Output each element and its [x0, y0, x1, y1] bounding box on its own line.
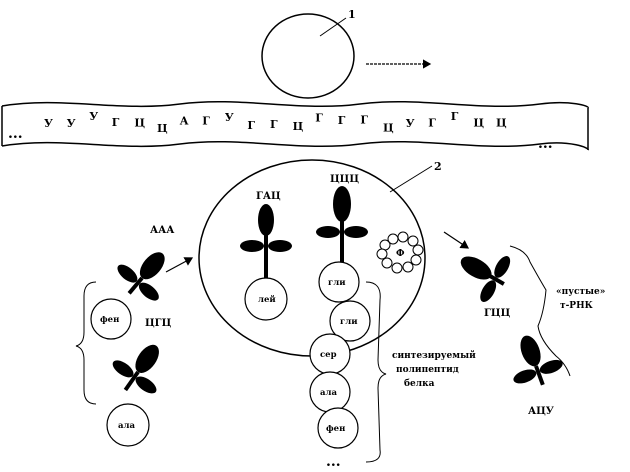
trna-gtsts-anticodon: ГЦЦ: [484, 308, 511, 319]
amino-ala-label: ала: [118, 421, 136, 431]
mrna-nucleotide: Г: [451, 110, 459, 123]
amino-ala: [106, 403, 150, 447]
polypeptide-line-1: синтезируемый: [392, 350, 476, 361]
mrna-nucleotide: Ц: [134, 116, 145, 129]
chain-3: ала: [320, 388, 338, 398]
left-brace: [75, 281, 97, 405]
trna-aaa: [117, 252, 165, 301]
mrna-bottom-edge: [1, 140, 589, 151]
polypeptide-line-2: полипептид: [396, 365, 459, 375]
mrna-nucleotide: Г: [270, 118, 278, 131]
mrna-nucleotide: Г: [315, 111, 323, 124]
trna-gtsts: [460, 256, 511, 302]
chain-1: гли: [340, 317, 358, 327]
mrna-nucleotide: Г: [360, 114, 368, 127]
amino-lei-label: лей: [258, 294, 276, 305]
trna-tsgts-anticodon: ЦГЦ: [145, 318, 172, 329]
amino-lei: [244, 277, 288, 321]
trna-tsgts: [112, 344, 159, 394]
empty-trna-line-1: «пустые»: [556, 287, 605, 297]
label-2: 2: [434, 160, 442, 173]
empty-trna-line-2: т-РНК: [560, 301, 594, 311]
mrna-nucleotide: Ц: [473, 116, 484, 129]
ribosome-large-subunit: [198, 159, 426, 357]
trna-gau: [240, 204, 292, 282]
peptidyl-site: Ф: [376, 231, 424, 274]
empty-trna-brace: [509, 245, 571, 377]
trna-atsu-anticodon: АЦУ: [528, 406, 554, 417]
mrna-nucleotide: У: [225, 111, 234, 124]
label-1: 1: [348, 8, 356, 21]
mrna-nucleotide: У: [44, 117, 53, 130]
chain-0: гли: [328, 278, 346, 288]
amino-fen: [90, 298, 132, 340]
mrna-top-edge: [1, 100, 589, 109]
mrna-nucleotide: Г: [338, 114, 346, 127]
trna-aaa-anticodon: ААА: [150, 225, 175, 236]
polypeptide-brace: [365, 281, 387, 463]
mrna-nucleotide: У: [89, 110, 98, 123]
mrna-nucleotide: Г: [112, 116, 120, 129]
mrna-nucleotide: Г: [202, 115, 210, 128]
mrna-nucleotide: Ц: [157, 122, 168, 135]
mrna-nucleotide: Ц: [383, 122, 394, 135]
mrna-nucleotide: А: [180, 115, 189, 128]
mrna-dots-right: ...: [538, 136, 553, 152]
mrna-nucleotide: Ц: [496, 117, 507, 130]
peptidyl-site-label: Ф: [396, 249, 405, 259]
ribosome-small-subunit: [261, 13, 355, 99]
label-1-leader: [319, 17, 347, 37]
mrna-nucleotide: У: [67, 117, 76, 130]
mrna-dots-left: ...: [8, 126, 23, 142]
mrna-nucleotide: Г: [247, 119, 255, 132]
trna-gau-anticodon: ГАЦ: [256, 191, 281, 202]
polypeptide-chain: гли гли сер ала фен ...: [309, 261, 371, 470]
mrna-nucleotide: Ц: [293, 120, 304, 133]
amino-fen-label: фен: [100, 315, 119, 325]
arrow-out: [443, 231, 469, 249]
trna-tssts: [316, 186, 368, 264]
polypeptide-line-3: белка: [404, 378, 435, 389]
chain-dots: ...: [326, 454, 341, 470]
chain-2: сер: [320, 350, 337, 360]
trna-tssts-anticodon: ЦЦЦ: [330, 174, 359, 185]
mrna-nucleotide: Г: [428, 117, 436, 130]
trna-atsu: [513, 335, 563, 386]
mrna-nucleotide: У: [406, 117, 415, 130]
arrow-aaa-in: [165, 257, 194, 273]
label-2-leader: [389, 165, 433, 193]
chain-4: фен: [326, 424, 345, 434]
